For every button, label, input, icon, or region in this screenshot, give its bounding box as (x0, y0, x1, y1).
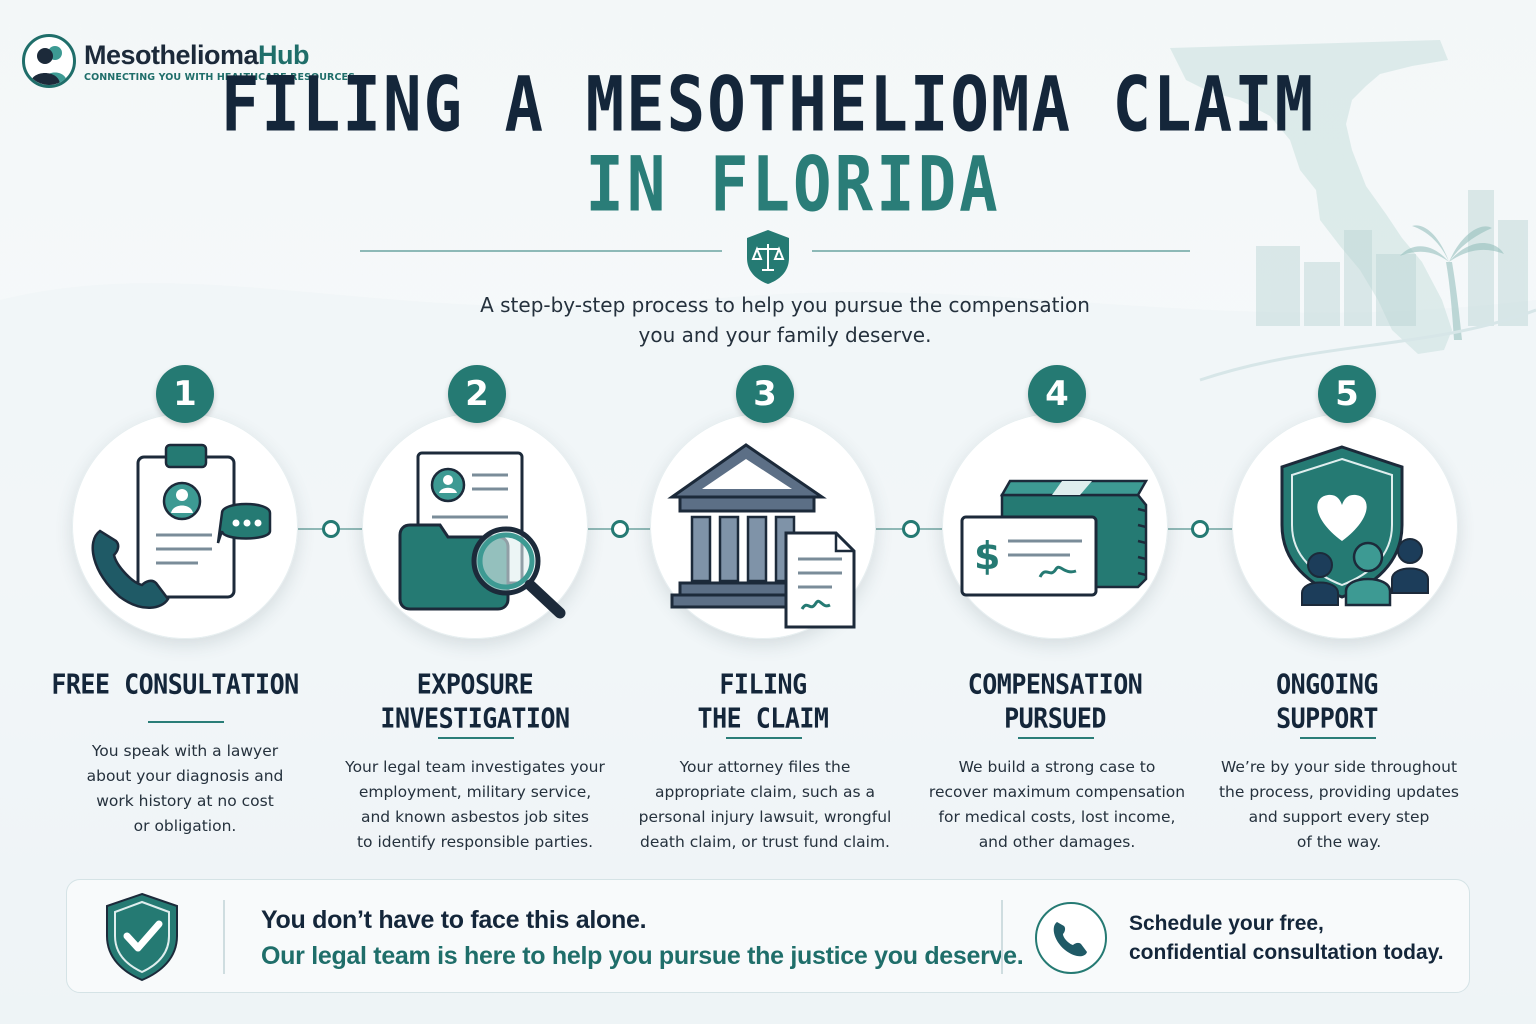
shield-check-icon (106, 892, 178, 982)
step-title-underline (1018, 737, 1094, 739)
step-title: FREE CONSULTATION (51, 668, 299, 700)
step-icon-circle (650, 413, 876, 639)
step-title: COMPENSATION PURSUED (967, 668, 1143, 735)
brand-logo[interactable]: MesotheliomaHub CONNECTING YOU WITH HEAL… (22, 34, 355, 88)
step-description: We build a strong case to recover maximu… (928, 758, 1186, 851)
step-title: FILING THE CLAIM (697, 668, 829, 735)
step-number-badge: 5 (1318, 365, 1376, 423)
title-divider-right (812, 250, 1190, 252)
connector-node (322, 520, 340, 538)
heart-shield-people-icon (1280, 445, 1429, 607)
courthouse-document-icon (667, 443, 856, 629)
svg-text:$: $ (974, 534, 1000, 578)
brand-tagline: CONNECTING YOU WITH HEALTHCARE RESOURCES (84, 71, 356, 83)
step-number-badge: 4 (1028, 365, 1086, 423)
phone-call-button[interactable] (1035, 902, 1107, 974)
step-description: Your attorney files the appropriate clai… (638, 758, 892, 851)
page-title-line2: IN FLORIDA (585, 142, 1001, 230)
cash-check-icon: $ (960, 479, 1149, 597)
banner-message-line2: Our legal team is here to help you pursu… (261, 942, 1024, 970)
step-icon-circle (362, 413, 588, 639)
step-title-underline (438, 737, 514, 739)
scales-of-justice-icon (747, 230, 789, 284)
logo-people-icon (22, 34, 76, 88)
banner-separator (1001, 900, 1003, 974)
step-title-underline (726, 737, 802, 739)
bottom-banner: You don’t have to face this alone. Our l… (66, 879, 1470, 993)
page-subtitle: A step-by-step process to help you pursu… (480, 293, 1090, 347)
step-icon-circle (72, 413, 298, 639)
step-title-underline (1300, 737, 1376, 739)
phone-icon (1053, 922, 1087, 957)
step-icon-circle: $ (942, 413, 1168, 639)
connector-node (611, 520, 629, 538)
step-title: EXPOSURE INVESTIGATION (380, 668, 570, 735)
folder-magnifier-icon (398, 451, 566, 619)
step-description: Your legal team investigates your employ… (345, 758, 605, 851)
connector-node (902, 520, 920, 538)
page-title-line1: FILING A MESOTHELIOMA CLAIM (220, 62, 1316, 150)
banner-message-line1: You don’t have to face this alone. (261, 906, 647, 934)
cta-line2[interactable]: confidential consultation today. (1129, 941, 1444, 964)
brand-name: MesotheliomaHub (84, 39, 310, 70)
cta-line1[interactable]: Schedule your free, (1129, 912, 1324, 935)
step-icon-circle (1232, 413, 1458, 639)
step-number-badge: 3 (736, 365, 794, 423)
title-divider-left (360, 250, 722, 252)
banner-separator (223, 900, 225, 974)
step-description: We’re by your side throughout the proces… (1218, 758, 1460, 851)
step-number-badge: 1 (156, 365, 214, 423)
step-title-underline (148, 721, 224, 723)
step-description: You speak with a lawyer about your diagn… (86, 742, 284, 835)
clipboard-phone-chat-icon (91, 443, 272, 609)
step-number-badge: 2 (448, 365, 506, 423)
step-title: ONGOING SUPPORT (1276, 668, 1378, 735)
connector-node (1191, 520, 1209, 538)
